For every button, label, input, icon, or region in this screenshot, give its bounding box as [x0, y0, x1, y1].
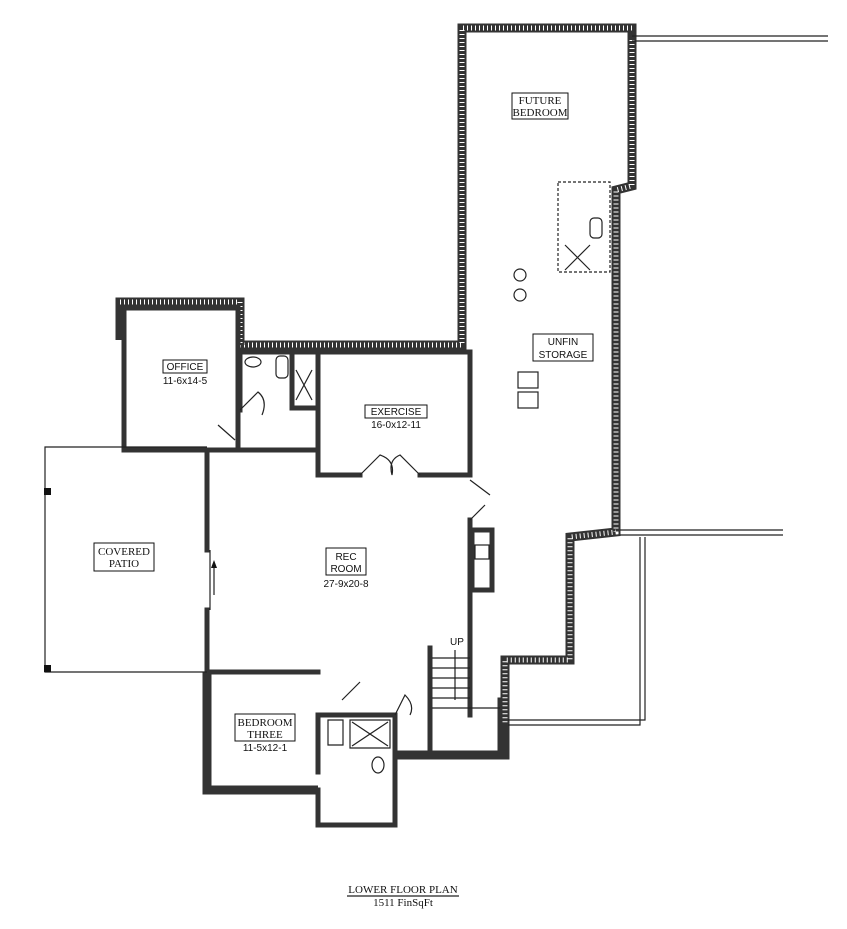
future-bedroom-label: FUTURE	[519, 95, 562, 107]
stairs-up-label: UP	[450, 637, 464, 648]
bedroom-three-label: BEDROOM	[237, 717, 292, 729]
unfin-storage-label-2: STORAGE	[539, 350, 588, 361]
exercise-size: 16-0x12-11	[371, 420, 421, 431]
exterior-walls	[115, 23, 828, 795]
rec-room-size: 27-9x20-8	[323, 579, 368, 590]
interior-walls	[121, 305, 503, 828]
future-bedroom-label-2: BEDROOM	[512, 107, 567, 119]
covered-patio-label-2: PATIO	[109, 558, 139, 570]
office-label: OFFICE	[167, 362, 204, 373]
plan-subtitle: 1511 FinSqFt	[373, 897, 433, 909]
stairs-treads	[432, 650, 500, 709]
room-label-future-bedroom: FUTURE BEDROOM	[511, 92, 569, 120]
room-label-exercise: EXERCISE 16-0x12-11	[364, 404, 428, 431]
room-label-covered-patio: COVERED PATIO	[93, 542, 155, 572]
office-size: 11-6x14-5	[163, 376, 208, 387]
exercise-label: EXERCISE	[371, 407, 422, 418]
doors-and-fixtures	[211, 181, 611, 774]
room-label-unfin-storage: UNFIN STORAGE	[532, 333, 594, 362]
covered-patio-label: COVERED	[98, 546, 150, 558]
bedroom-three-label-2: THREE	[247, 729, 283, 741]
bedroom-three-size: 11-5x12-1	[243, 743, 288, 754]
room-label-rec-room: REC ROOM 27-9x20-8	[323, 547, 369, 590]
room-label-office: OFFICE 11-6x14-5	[162, 359, 208, 387]
rec-room-label: REC	[335, 552, 356, 563]
plan-title: LOWER FLOOR PLAN	[348, 884, 457, 896]
covered-patio	[44, 446, 207, 673]
unfin-storage-label: UNFIN	[548, 337, 579, 348]
room-label-bedroom-three: BEDROOM THREE 11-5x12-1	[234, 713, 296, 754]
rec-room-label-2: ROOM	[330, 564, 361, 575]
